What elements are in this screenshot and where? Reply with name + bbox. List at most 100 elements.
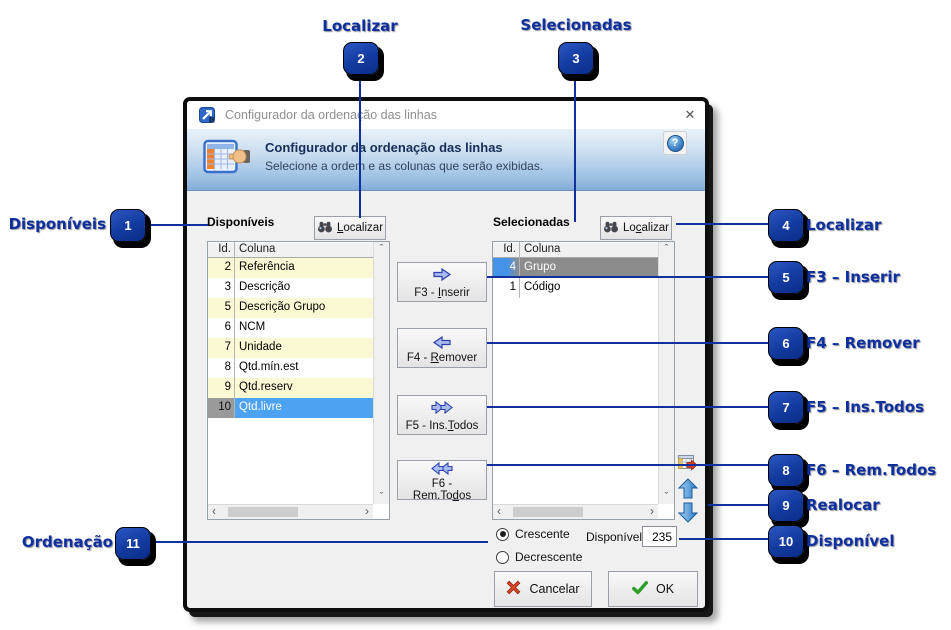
callout-badge-1: 1 [110, 209, 146, 242]
remove-all-button-label: F6 - Rem.Todos [412, 477, 472, 502]
callout-badge-4: 4 [768, 209, 804, 242]
help-icon: ? [666, 134, 684, 152]
callout-label-ordenacao: Ordenação [21, 533, 113, 551]
close-icon[interactable]: ✕ [684, 107, 696, 122]
help-button[interactable]: ? [663, 131, 687, 155]
dialog-header: Configurador da ordenação das linhas Sel… [187, 129, 705, 191]
remove-all-button[interactable]: F6 - Rem.Todos [397, 460, 487, 502]
decrescente-option[interactable]: Decrescente [496, 550, 582, 564]
callout-badge-9: 9 [768, 489, 804, 522]
dialog-window: Configurador da ordenação das linhas ✕ C… [183, 97, 709, 612]
callout-label-selecionadas: Selecionadas [520, 16, 632, 34]
column-header-coluna[interactable]: Coluna [520, 242, 658, 257]
crescente-label: Crescente [515, 527, 570, 541]
find-available-button[interactable]: Localizar [314, 216, 386, 240]
cancel-button[interactable]: Cancelar [494, 571, 592, 607]
insert-all-button[interactable]: F5 - Ins.Todos [397, 395, 487, 435]
grid-hand-icon [203, 137, 251, 184]
decrescente-radio[interactable] [496, 550, 509, 564]
available-count-label: Disponível [586, 530, 643, 544]
move-down-icon[interactable] [678, 502, 698, 523]
scrollbar-thumb[interactable] [228, 507, 298, 517]
callout-badge-6: 6 [768, 327, 804, 360]
binoculars-icon [317, 221, 333, 236]
callout-line [574, 73, 576, 222]
callout-badge-3: 3 [558, 42, 594, 75]
scrollbar-thumb[interactable] [513, 507, 583, 517]
insert-button-label: F3 - Inserir [414, 287, 470, 299]
scroll-up-icon[interactable]: ˆ [664, 243, 669, 255]
binoculars-icon [603, 221, 619, 236]
callout-line [487, 464, 768, 466]
scroll-down-icon[interactable]: ˇ [664, 491, 669, 503]
scroll-left-icon[interactable]: ‹ [497, 504, 501, 518]
scroll-up-icon[interactable]: ˆ [379, 243, 384, 255]
callout-badge-10: 10 [768, 525, 804, 558]
arrow-left-icon [432, 335, 452, 350]
cancel-x-icon [506, 580, 521, 598]
move-up-icon[interactable] [678, 478, 698, 499]
scroll-down-icon[interactable]: ˇ [379, 491, 384, 503]
ok-button[interactable]: OK [608, 571, 698, 607]
grid-header: Id. Coluna [493, 242, 658, 258]
callout-line [679, 538, 768, 540]
horizontal-scrollbar[interactable]: ‹ › [493, 504, 658, 519]
column-header-coluna[interactable]: Coluna [235, 242, 373, 257]
callout-badge-2: 2 [343, 42, 379, 75]
app-icon [199, 107, 216, 123]
callout-label-disponivel: Disponível [806, 532, 895, 550]
find-selected-button[interactable]: Localizar [600, 216, 672, 240]
column-header-id[interactable]: Id. [208, 242, 235, 257]
scroll-right-icon[interactable]: › [365, 504, 369, 518]
callout-badge-5: 5 [768, 261, 804, 294]
title-bar: Configurador da ordenação das linhas ✕ [187, 101, 705, 129]
header-subtitle: Selecione a ordem e as colunas que serão… [265, 159, 544, 173]
scroll-left-icon[interactable]: ‹ [212, 504, 216, 518]
callout-label-localizar-top: Localizar [322, 17, 398, 35]
find-available-label: Localizar [336, 222, 384, 234]
decrescente-label: Decrescente [515, 550, 583, 564]
crescente-radio[interactable] [496, 527, 509, 541]
window-title: Configurador da ordenação das linhas [225, 108, 437, 122]
column-header-id[interactable]: Id. [493, 242, 520, 257]
cancel-button-label: Cancelar [529, 582, 580, 596]
callout-label-localizar-right: Localizar [806, 216, 882, 234]
insert-button[interactable]: F3 - Inserir [397, 262, 487, 302]
callout-label-f3-inserir: F3 – Inserir [806, 268, 900, 286]
callout-line [146, 224, 208, 226]
double-arrow-left-icon [430, 461, 454, 476]
callout-badge-8: 8 [768, 454, 804, 487]
selected-label: Selecionadas [493, 215, 570, 229]
remove-button[interactable]: F4 - Remover [397, 328, 487, 368]
callout-line [676, 223, 768, 225]
callout-line [708, 504, 768, 506]
find-selected-label: Localizar [622, 222, 670, 234]
vertical-scrollbar[interactable]: ˆ ˇ [373, 242, 389, 504]
callout-line [147, 541, 488, 543]
horizontal-scrollbar[interactable]: ‹ › [208, 504, 373, 519]
callout-line [487, 276, 768, 278]
available-count-value: 235 [642, 526, 677, 547]
callout-badge-11: 11 [115, 527, 151, 560]
callout-label-f5-ins-todos: F5 – Ins.Todos [806, 398, 925, 416]
crescente-option[interactable]: Crescente [496, 527, 570, 541]
check-icon [632, 580, 648, 598]
vertical-scrollbar[interactable]: ˆ ˇ [658, 242, 674, 504]
callout-label-f4-remover: F4 – Remover [806, 334, 920, 352]
scroll-right-icon[interactable]: › [650, 504, 654, 518]
realocar-table-icon[interactable] [678, 454, 699, 471]
callout-label-realocar: Realocar [806, 496, 880, 514]
